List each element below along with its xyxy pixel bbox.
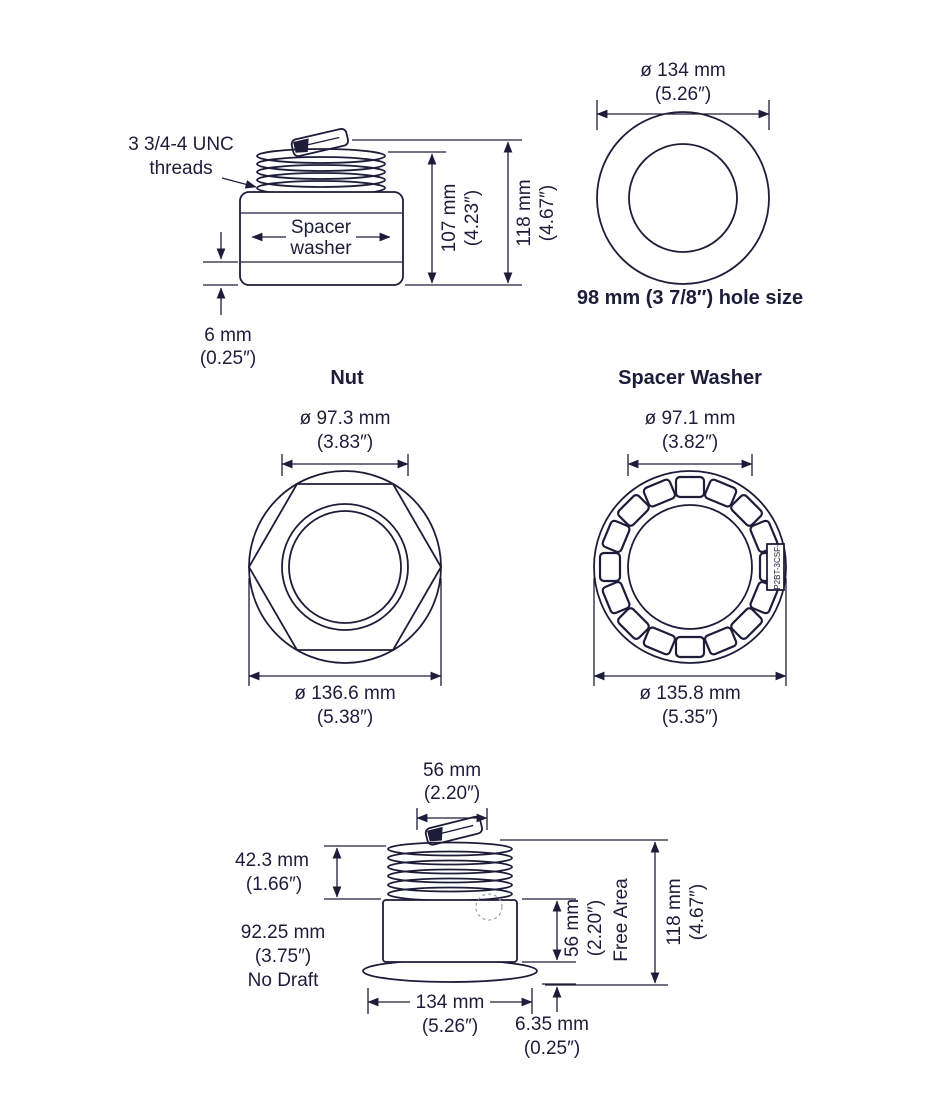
washer-outer-dimension [593,578,787,686]
flange-diameter-label: (5.26″) [422,1016,478,1037]
flange [362,959,538,983]
dimension-118mm-label: (4.67″) [537,185,558,241]
dimension-118mm [352,139,522,284]
hole-diameter-label: ø 134 mm [640,60,726,81]
nut-bore-circle [281,503,409,631]
dimension-56mm-stem [416,808,488,830]
nut-title: Nut [330,367,364,389]
dimension-6mm-label: 6 mm [204,325,252,346]
washer-inner-circle [627,504,753,630]
side-view-drawing: Spacer washer 3 3/4-4 UNC threads 107 mm… [128,128,558,369]
stem-width-label: 56 mm [423,760,481,781]
nut-hexagon [247,483,443,651]
washer-outer-circle [593,470,787,664]
free-area-label: 56 mm [562,899,583,957]
no-draft-label: No Draft [248,970,319,991]
hole-diameter-label: (5.26″) [655,84,711,105]
total-height-label: (4.67″) [687,884,708,940]
nut-inner-dimension [281,454,409,476]
dimension-107mm-label: 107 mm [439,184,460,253]
spacer-washer-label: Spacer [291,217,352,238]
dimension-107mm-label: (4.23″) [462,190,483,246]
hole-outline [628,143,738,253]
thread-height-label: (1.66″) [246,874,302,895]
dimension-107mm [388,151,522,286]
spacer-washer-title: Spacer Washer [618,367,762,389]
free-area-label: (2.20″) [585,900,606,956]
washer-segments [598,475,782,659]
hole-size-caption: 98 mm (3 7/8″) hole size [577,287,803,309]
stem-width-label: (2.20″) [424,783,480,804]
washer-outer-diameter-label: ø 135.8 mm [639,683,740,704]
unc-threads-label: 3 3/4-4 UNC [128,134,234,155]
dimension-118mm-total [500,839,668,986]
nut-outer-diameter-label: (5.38″) [317,707,373,728]
cable-connector-icon [424,815,483,846]
nut-outer-dimension [248,578,442,686]
spacer-washer-label: washer [289,238,352,259]
nut-thread-circle [288,510,402,624]
thread-stack [387,841,513,902]
install-view-drawing: 56 mm (2.20″) 42.3 mm (1.66″) 92.25 mm (… [235,760,708,1059]
thread-stack [256,148,386,196]
hole-size-drawing: ø 134 mm (5.26″) 98 mm (3 7/8″) hole siz… [577,60,803,309]
nut-inner-diameter-label: (3.83″) [317,432,373,453]
dimension-6mm-label: (0.25″) [200,348,256,369]
nut-outer-diameter-label: ø 136.6 mm [294,683,395,704]
washer-part-tag [766,543,785,591]
washer-outer-diameter-label: (5.35″) [662,707,718,728]
unc-threads-label: threads [149,158,212,179]
washer-inner-diameter-label: (3.82″) [662,432,718,453]
dimension-134mm-flange [367,988,533,1014]
no-draft-label: (3.75″) [255,946,311,967]
free-area-label: Free Area [611,878,632,962]
flange-thickness-label: (0.25″) [524,1038,580,1059]
nut-outer-circle [248,470,442,664]
cable-connector-icon [290,128,349,157]
thread-height-label: 42.3 mm [235,850,309,871]
flange-diameter-label: 134 mm [416,992,485,1013]
no-draft-label: 92.25 mm [241,922,325,943]
total-height-label: 118 mm [664,878,685,945]
dimension-42mm [324,845,386,900]
dimension-118mm-label: 118 mm [514,179,535,246]
washer-inner-diameter-label: ø 97.1 mm [645,408,736,429]
flange-thickness-label: 6.35 mm [515,1014,589,1035]
nut-drawing: Nut ø 97.3 mm (3.83″) ø 136.6 mm (5.38″) [247,367,443,728]
washer-inner-dimension [627,454,753,476]
dimension-6mm [203,232,238,315]
washer-part-number: P2BT-3CSF- [773,544,782,590]
dimension-56mm-free-area [522,898,576,963]
nut-inner-diameter-label: ø 97.3 mm [300,408,391,429]
spacer-washer-drawing: Spacer Washer P2BT-3CSF- [593,367,787,728]
dimension-6.35mm [542,983,576,1012]
dimension-134mm [596,100,770,130]
element-hidden-circle [475,893,503,921]
transducer-body [382,899,518,963]
unc-leader-arrow [221,177,257,189]
flange-outline [596,111,770,285]
